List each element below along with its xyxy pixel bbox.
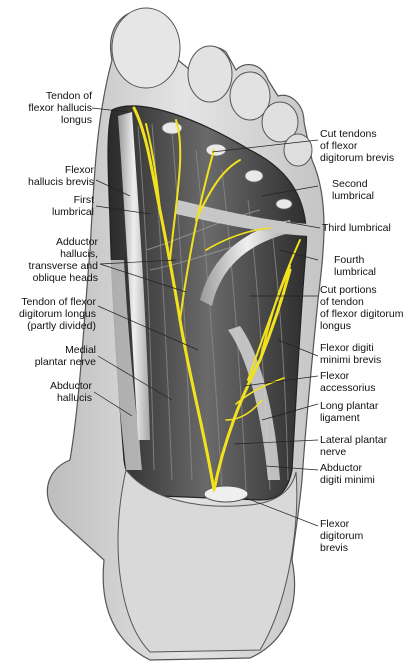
label-abductor-digiti-minimi: Abductor digiti minimi: [320, 462, 375, 486]
label-flexor-hallucis-brevis: Flexor hallucis brevis: [28, 164, 94, 188]
abductor-hallucis-muscle: [110, 260, 142, 470]
label-flexor-digitorum-brevis: Flexor digitorum brevis: [320, 518, 364, 554]
label-lateral-plantar-nerve: Lateral plantar nerve: [320, 434, 388, 458]
big-toe: [111, 7, 181, 89]
leader-lines: [91, 107, 321, 527]
second-toe: [187, 45, 233, 103]
label-flexor-accessorius: Flexor accessorius: [320, 370, 376, 394]
label-second-lumbrical: Second lumbrical: [332, 178, 375, 202]
label-medial-plantar-nerve: Medial plantar nerve: [34, 344, 96, 368]
cut-flexor-digitorum-brevis: [203, 485, 249, 503]
nerves: [132, 106, 301, 492]
label-cut-portions-tendon-flexor-digitorum-longus: Cut portions of tendon of flexor digitor…: [320, 284, 404, 332]
long-plantar-ligament-band: [228, 326, 280, 480]
oblique-tendon: [176, 200, 310, 236]
label-tendon-flexor-hallucis-longus: Tendon of flexor hallucis longus: [28, 90, 92, 126]
third-toe: [229, 71, 271, 121]
label-tendon-flexor-digitorum-longus: Tendon of flexor digitorum longus (partl…: [18, 296, 96, 332]
cut-tendon-stumps: [161, 121, 293, 210]
label-fourth-lumbrical: Fourth lumbrical: [334, 254, 377, 278]
fourth-toe: [261, 101, 299, 143]
heel-flap: [117, 468, 298, 653]
label-abductor-hallucis: Abductor hallucis: [49, 380, 92, 404]
label-third-lumbrical: Third lumbrical: [322, 222, 391, 234]
fifth-toe: [283, 133, 313, 167]
label-flexor-digiti-minimi-brevis: Flexor digiti minimi brevis: [320, 342, 382, 366]
label-adductor-hallucis: Adductor hallucis, transverse and obliqu…: [28, 236, 98, 284]
label-cut-tendons-flexor-digitorum-brevis: Cut tendons of flexor digitorum brevis: [320, 128, 395, 164]
medial-plantar-nerve-trunk: [132, 106, 216, 492]
label-long-plantar-ligament: Long plantar ligament: [320, 400, 379, 424]
label-first-lumbrical: First lumbrical: [51, 194, 94, 218]
